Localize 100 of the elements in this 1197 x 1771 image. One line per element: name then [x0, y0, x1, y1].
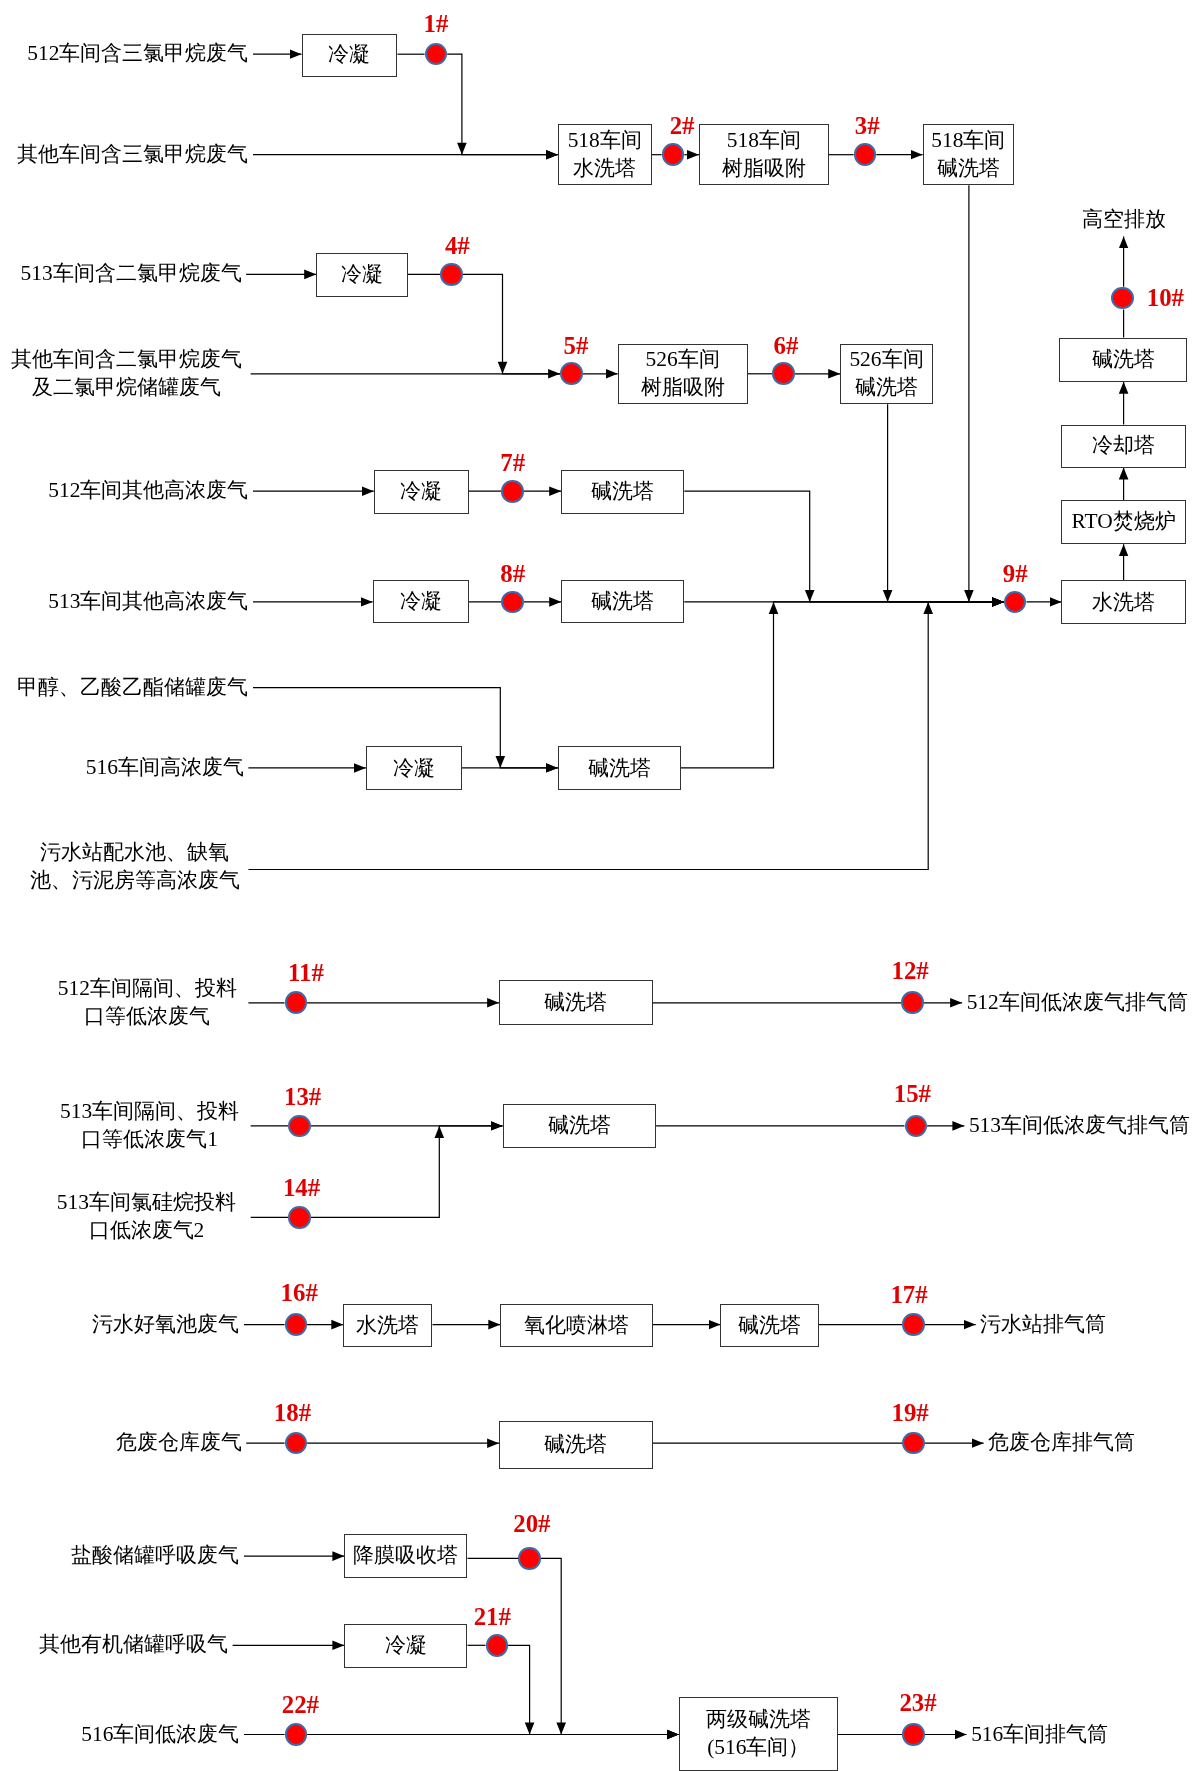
source-label: 其他车间含二氯甲烷废气及二氯甲烷储罐废气 — [5, 345, 247, 402]
connector-line — [468, 601, 502, 603]
connector-line — [655, 1125, 906, 1127]
connector-line — [245, 1442, 286, 1444]
process-box: 冷凝 — [373, 469, 469, 514]
connector-line — [818, 1324, 903, 1326]
connector-line — [652, 1442, 903, 1444]
process-box: 518车间碱洗塔 — [922, 124, 1015, 186]
outlet-label: 危废仓库排气筒 — [988, 1429, 1136, 1458]
connector-line — [243, 1324, 286, 1326]
process-box: 冷凝 — [301, 33, 398, 77]
arrow — [1118, 381, 1129, 426]
arrow — [252, 486, 375, 496]
source-label: 513车间氯硅烷投料口低浓废气2 — [46, 1189, 247, 1246]
arrow — [306, 998, 500, 1008]
arrow — [1118, 543, 1129, 581]
source-label: 甲醇、乙酸乙酯储罐废气 — [17, 673, 249, 702]
process-box: 碱洗塔 — [1059, 337, 1187, 382]
source-label: 516车间低浓废气 — [81, 1720, 240, 1749]
arrow — [523, 597, 562, 607]
source-label: 513车间含二氯甲烷废气 — [20, 260, 242, 289]
sampling-point-label: 5# — [563, 333, 589, 358]
arrow — [1025, 597, 1063, 607]
outlet-label: 高空排放 — [1081, 206, 1166, 235]
arrow — [926, 1121, 965, 1131]
sampling-point-label: 4# — [444, 233, 470, 259]
source-label: 盐酸储罐呼吸废气 — [71, 1542, 240, 1571]
arrow — [523, 486, 562, 496]
arrow — [461, 763, 559, 773]
process-box: 518车间水洗塔 — [557, 124, 652, 186]
process-box: 碱洗塔 — [499, 980, 653, 1026]
arrow — [306, 1729, 680, 1740]
connector-line — [407, 273, 441, 275]
arrow — [582, 369, 619, 379]
process-box: 碱洗塔 — [561, 580, 685, 624]
arrow — [306, 1319, 344, 1330]
source-label: 516车间高浓废气 — [85, 753, 244, 782]
arrow — [683, 149, 700, 160]
sampling-point-label: 2# — [669, 114, 695, 139]
source-label: 512车间隔间、投料口等低浓废气 — [50, 974, 244, 1031]
source-label: 512车间其他高浓废气 — [48, 477, 249, 506]
sampling-point-label: 1# — [423, 11, 449, 37]
source-label: 513车间隔间、投料口等低浓废气1 — [53, 1097, 247, 1154]
sampling-point-label: 20# — [513, 1512, 551, 1537]
connector-line — [250, 1125, 289, 1127]
arrow — [924, 1319, 977, 1330]
sampling-point-label: 11# — [288, 961, 324, 986]
arrow — [247, 763, 367, 773]
source-label: 污水站配水池、缺氧池、污泥房等高浓废气 — [25, 839, 244, 896]
connector-line — [396, 53, 426, 55]
source-label: 512车间含三氯甲烷废气 — [27, 40, 249, 69]
arrow — [652, 1319, 722, 1330]
connector-line — [250, 1216, 289, 1218]
source-label: 其他车间含三氯甲烷废气 — [17, 140, 249, 169]
sampling-point-label: 7# — [500, 450, 526, 476]
process-box: 冷凝 — [344, 1623, 468, 1668]
connector-line — [652, 1002, 902, 1004]
sampling-point-label: 22# — [281, 1692, 319, 1718]
sampling-point-label: 16# — [280, 1280, 318, 1306]
process-box: 冷却塔 — [1061, 424, 1186, 468]
process-box: 冷凝 — [372, 580, 469, 624]
arrow — [1118, 235, 1129, 288]
sampling-point-label: 12# — [891, 958, 929, 984]
source-label: 污水好氧池废气 — [92, 1310, 240, 1339]
arrow — [245, 269, 317, 280]
sampling-point-label: 23# — [899, 1690, 937, 1716]
process-box: RTO焚烧炉 — [1061, 500, 1186, 545]
arrow — [243, 1551, 345, 1561]
process-box: 水洗塔 — [1061, 580, 1186, 625]
arrow — [252, 149, 559, 160]
arrow — [252, 49, 303, 59]
process-box: 氧化喷淋塔 — [500, 1304, 653, 1348]
connector-line — [466, 1644, 487, 1646]
arrow — [924, 1729, 968, 1740]
source-label: 危废仓库废气 — [115, 1429, 242, 1458]
sampling-point-label: 19# — [891, 1400, 929, 1426]
process-box: 降膜吸收塔 — [344, 1533, 468, 1578]
outlet-label: 512车间低浓废气排气筒 — [966, 988, 1188, 1017]
connector-line — [243, 1733, 286, 1736]
connector-line — [468, 490, 502, 492]
process-box: 碱洗塔 — [502, 1104, 657, 1149]
source-label: 513车间其他高浓废气 — [48, 587, 249, 616]
sampling-point-label: 15# — [893, 1081, 932, 1107]
arrow — [306, 1438, 500, 1448]
sampling-point-label: 17# — [890, 1282, 928, 1308]
process-box: 碱洗塔 — [561, 469, 685, 514]
sampling-point-label: 13# — [284, 1084, 322, 1109]
process-box: 冷凝 — [316, 252, 408, 297]
process-box: 碱洗塔 — [720, 1304, 819, 1348]
connector-line — [746, 373, 773, 375]
arrow — [252, 597, 374, 607]
source-label: 其他有机储罐呼吸气 — [39, 1631, 229, 1660]
arrow — [923, 998, 963, 1008]
sampling-point-label: 10# — [1146, 285, 1184, 311]
connector-line — [837, 1733, 903, 1736]
sampling-point-label: 6# — [773, 333, 799, 358]
arrow — [924, 1438, 985, 1448]
process-box: 冷凝 — [365, 746, 462, 791]
sampling-point-label: 9# — [1002, 561, 1028, 587]
sampling-point-label: 14# — [282, 1175, 321, 1201]
